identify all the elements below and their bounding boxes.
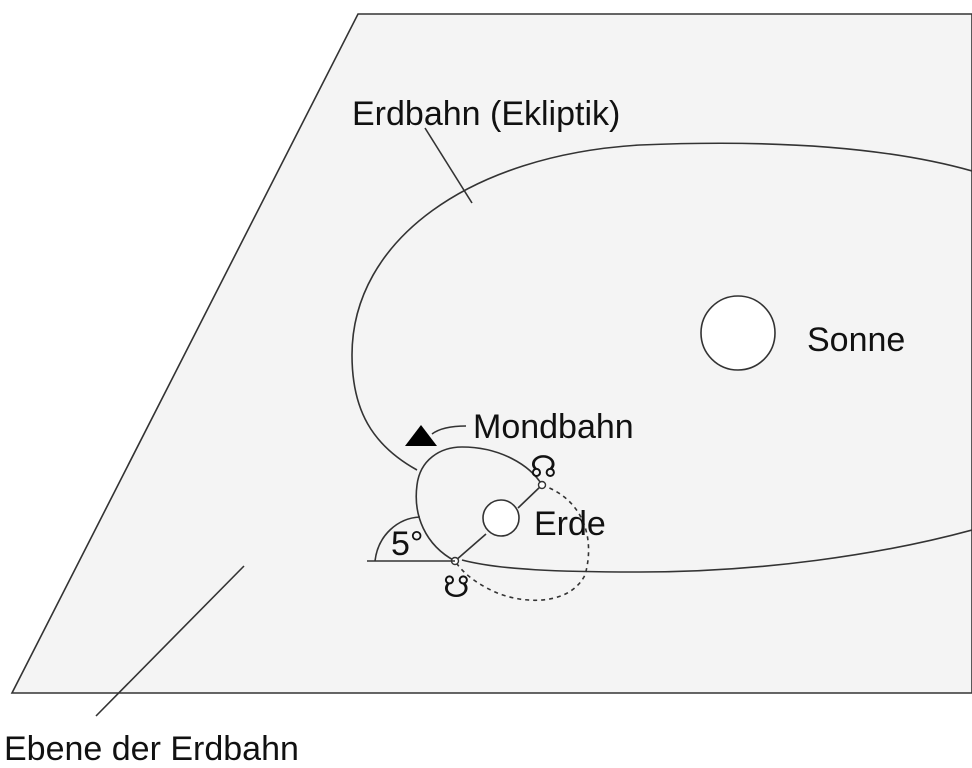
line-of-nodes-upper	[517, 484, 543, 509]
earth-label: Erde	[534, 505, 606, 543]
inclination-arc	[374, 516, 421, 562]
descending-node-icon: ☋	[443, 570, 470, 605]
moon-marker-icon	[405, 425, 437, 446]
ecliptic-plane	[10, 13, 972, 694]
earth	[482, 499, 520, 537]
ecliptic-leader-line	[424, 127, 473, 204]
ecliptic-label: Erdbahn (Ekliptik)	[352, 95, 620, 133]
ascending-node-icon: ☊	[530, 450, 557, 485]
ascending-node-point	[537, 480, 547, 490]
line-of-nodes-lower	[454, 533, 487, 562]
earth-orbit	[351, 142, 972, 573]
moon-orbit-upper	[415, 446, 543, 562]
sun	[700, 295, 776, 371]
sun-label: Sonne	[807, 321, 905, 359]
inclination-label: 5°	[391, 525, 424, 563]
plane-label: Ebene der Erdbahn	[4, 730, 299, 768]
moon-orbit-leader-line	[431, 425, 467, 435]
moon-orbit-lower	[454, 484, 590, 602]
moon-orbit-label: Mondbahn	[473, 408, 634, 446]
plane-leader-line	[95, 565, 245, 717]
